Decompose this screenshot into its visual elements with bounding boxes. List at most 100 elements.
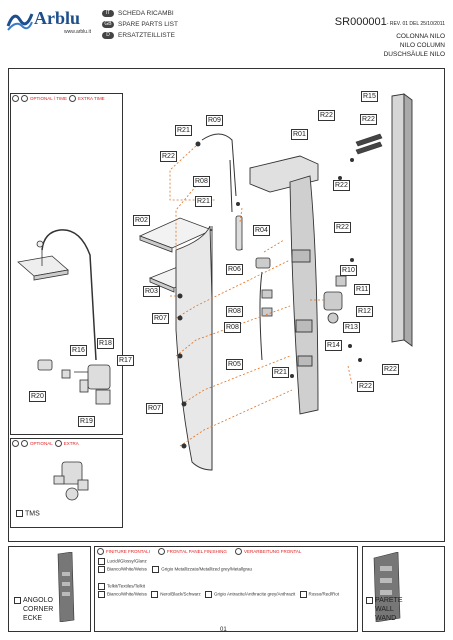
finish-checkbox[interactable]	[152, 566, 160, 573]
finish-checkbox[interactable]	[98, 583, 105, 590]
finish-label: Bianco/White/Weiss	[107, 566, 147, 572]
finish-label: Telkit/Textiles/Telkit	[107, 583, 146, 589]
finishes-header-d: VERARBEITUNG FRONTAL	[243, 549, 302, 554]
corner-option[interactable]: ANGOLO CORNER ECKE	[14, 596, 53, 623]
part-label: R08	[226, 306, 243, 317]
back-column	[249, 155, 319, 415]
part-label: R07	[152, 313, 169, 324]
tms-checkbox[interactable]	[16, 510, 23, 517]
finish-checkbox[interactable]	[98, 591, 105, 598]
thermostatic-valve	[323, 275, 347, 324]
part-label: R12	[356, 306, 373, 317]
part-label: R21	[175, 125, 192, 136]
part-label: R20	[29, 391, 46, 402]
lang-label-d: ERSATZTEILLISTE	[118, 32, 175, 39]
corner-box	[8, 546, 91, 632]
diagram-frame	[8, 68, 445, 542]
optional-bar-bottom: OPTIONAL EXTRA	[12, 440, 79, 447]
finish-label: Grigio Antracite/Anthracite grey/Anthraz…	[213, 591, 296, 597]
wall-label-it: PARETE	[375, 597, 403, 604]
part-label: R22	[382, 364, 399, 375]
lang-row-gb: GB SPARE PARTS LIST	[102, 21, 178, 28]
part-label: R16	[70, 345, 87, 356]
finish-label: Bianco/White/Weiss	[107, 591, 147, 597]
finish-label: Lucidi/Glossy/Glanz	[107, 558, 147, 564]
finish-checkbox[interactable]	[204, 591, 212, 598]
tms-assembly	[53, 461, 89, 501]
optional-label: OPTIONAL / TIME	[30, 96, 68, 101]
part-label: R06	[226, 264, 243, 275]
part-label: R01	[291, 129, 308, 140]
part-label: R07	[146, 403, 163, 414]
corner-column-thumbnail	[57, 552, 75, 622]
optional-panel-top	[10, 93, 123, 435]
finishes-header-gb: FRONTAL PANEL FINISHING	[166, 549, 227, 554]
part-label: R13	[343, 322, 360, 333]
part-label: R11	[354, 284, 371, 295]
shower-column-panel	[175, 225, 213, 471]
optional-label-extra: EXTRA TIME	[78, 96, 105, 101]
optional-label-bottom-extra: EXTRA	[63, 441, 79, 446]
part-label: R22	[360, 114, 377, 125]
part-label: R22	[160, 151, 177, 162]
product-name-it: COLONNA NILO	[396, 33, 445, 40]
finish-row-2: Bianco/White/Weiss Grigio Metallizzato/M…	[98, 566, 252, 573]
finish-glossy[interactable]: Lucidi/Glossy/Glanz	[98, 558, 147, 565]
brand-name: Arblu	[34, 8, 81, 28]
wall-label-gb: WALL	[375, 606, 394, 613]
part-label: R14	[325, 340, 342, 351]
product-name-gb: NILO COLUMN	[399, 42, 445, 49]
lang-label-gb: SPARE PARTS LIST	[118, 21, 178, 28]
optional-bar-top: OPTIONAL / TIME EXTRA TIME	[12, 95, 105, 102]
part-label: R22	[357, 381, 374, 392]
wall-option[interactable]: PARETE WALL WAND	[366, 596, 403, 623]
hand-shower	[235, 215, 243, 251]
lang-label-it: SCHEDA RICAMBI	[118, 10, 174, 17]
part-label: R05	[226, 359, 243, 370]
rain-shower-head	[17, 229, 97, 361]
lang-row-d: D ERSATZTEILLISTE	[102, 32, 175, 39]
assembly-lines	[169, 145, 353, 447]
part-label: R08	[224, 322, 241, 333]
tms-label: TMS	[25, 510, 40, 518]
optional-label-bottom: OPTIONAL	[30, 441, 53, 446]
part-label: R03	[143, 286, 160, 297]
part-label: R17	[117, 355, 134, 366]
part-label: R21	[272, 367, 289, 378]
part-label: R08	[193, 176, 210, 187]
finish-checkbox[interactable]	[151, 591, 159, 598]
part-label: R19	[78, 416, 95, 427]
finishes-box	[94, 546, 358, 632]
lang-code-gb: GB	[102, 21, 114, 28]
corner-checkbox[interactable]	[14, 596, 21, 604]
doc-code: SR000001	[334, 16, 387, 28]
doc-code-line: SR000001- REV. 01 DEL 25/10/2011	[335, 12, 445, 30]
finish-checkbox[interactable]	[98, 558, 105, 565]
part-label: R02	[133, 215, 150, 226]
part-label: R22	[333, 180, 350, 191]
finish-textiles[interactable]: Telkit/Textiles/Telkit	[98, 583, 145, 590]
part-label: R09	[206, 115, 223, 126]
logo-wave-icon	[6, 13, 34, 31]
finishes-header-it: FINITURE FRONTALI	[106, 549, 150, 554]
product-names: COLONNA NILO NILO COLUMN DUSCHSÄULE NILO	[384, 32, 445, 59]
part-label: R18	[97, 338, 114, 349]
part-label: R21	[195, 196, 212, 207]
part-label: R10	[340, 265, 357, 276]
valve-parts-optional	[37, 359, 111, 405]
lang-code-it: IT	[102, 10, 114, 17]
lang-code-d: D	[102, 32, 114, 39]
corner-label-gb: CORNER	[23, 606, 54, 613]
finish-checkbox[interactable]	[299, 591, 307, 598]
connectors	[255, 257, 273, 317]
tms-option[interactable]: TMS	[16, 510, 40, 517]
finishes-header: FINITURE FRONTALI FRONTAL PANEL FINISHIN…	[97, 548, 301, 555]
finish-checkbox[interactable]	[98, 566, 105, 573]
brand-website: www.arblu.it	[64, 29, 91, 35]
part-label: R04	[253, 225, 270, 236]
wall-checkbox[interactable]	[366, 596, 373, 604]
wall-label-d: WAND	[375, 615, 397, 622]
corner-label-it: ANGOLO	[23, 597, 53, 604]
finish-label: Nero/Black/Schwarz	[160, 591, 201, 597]
page-number: 01	[220, 627, 227, 633]
